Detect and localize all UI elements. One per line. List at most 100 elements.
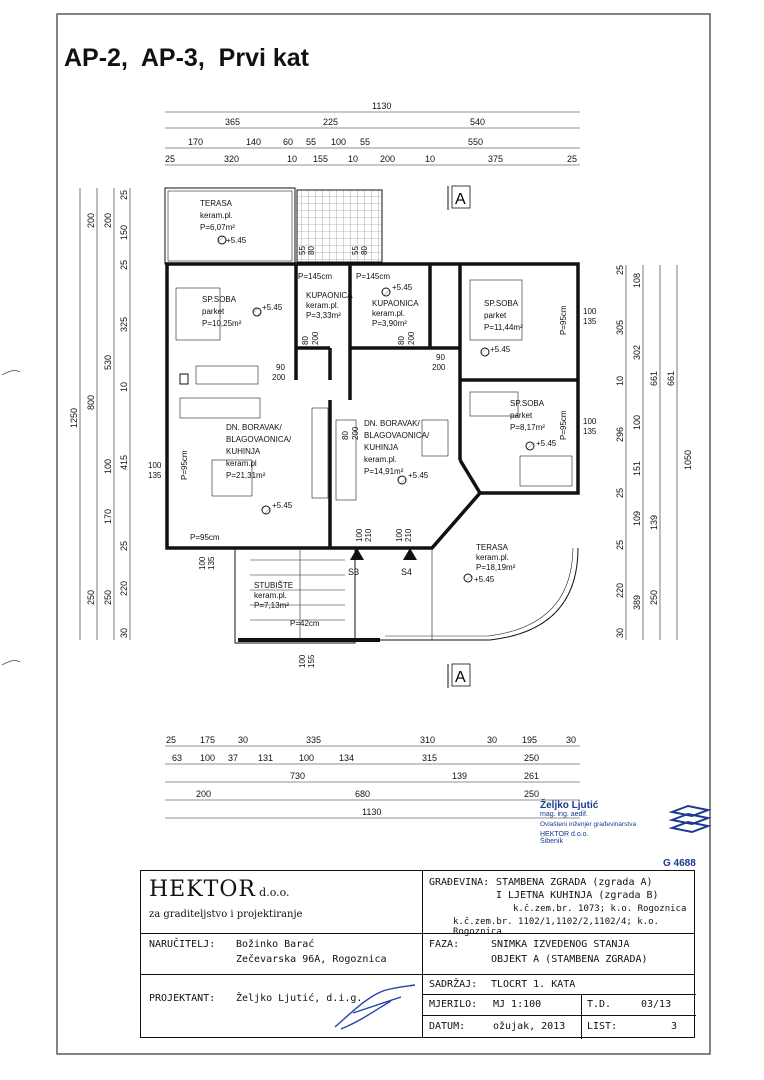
svg-text:135: 135 <box>148 471 162 480</box>
dim-left-150: 150 <box>119 225 129 240</box>
dim-left-250: 250 <box>86 590 96 605</box>
signature-icon <box>334 984 416 1030</box>
svg-text:139: 139 <box>452 771 467 781</box>
svg-text:P=10,25m²: P=10,25m² <box>202 319 242 328</box>
room-spsoba-2: SP.SOBA parket P=11,44m² +5.45 <box>484 299 523 354</box>
svg-text:P=11,44m²: P=11,44m² <box>484 323 523 332</box>
dim-right-661a: 661 <box>649 371 659 386</box>
svg-text:P=145cm: P=145cm <box>298 272 332 281</box>
stamp-number: G 4688 <box>663 858 696 869</box>
svg-text:keram.pl.: keram.pl. <box>200 211 233 220</box>
dim-left-530: 530 <box>103 355 113 370</box>
stamp-city: Šibenik <box>540 838 563 845</box>
dim-left-200: 200 <box>86 213 96 228</box>
svg-text:100: 100 <box>200 753 215 763</box>
svg-text:+5.45: +5.45 <box>536 439 557 448</box>
dim-left-inner-250: 250 <box>103 590 113 605</box>
entrance-s3: S3 <box>348 567 359 577</box>
svg-text:25: 25 <box>166 735 176 745</box>
svg-text:210: 210 <box>404 528 413 542</box>
dim-left-10: 10 <box>119 382 129 392</box>
stamp-logo-icon <box>668 804 712 834</box>
faza-line1: SNIMKA IZVEDENOG STANJA <box>491 939 630 950</box>
room-labels: TERASA keram.pl. P=6,07m² +5.45 SP.SOBA … <box>200 199 557 610</box>
svg-text:+5.45: +5.45 <box>474 575 495 584</box>
dim-top-550: 550 <box>468 137 483 147</box>
svg-text:195: 195 <box>522 735 537 745</box>
dim-left-25c: 25 <box>119 541 129 551</box>
svg-text:P=7,13m²: P=7,13m² <box>254 601 289 610</box>
dim-right-250: 250 <box>649 590 659 605</box>
dim-left-25b: 25 <box>119 260 129 270</box>
svg-text:+5.45: +5.45 <box>226 236 247 245</box>
dim-left-170: 170 <box>103 509 113 524</box>
svg-text:100: 100 <box>583 417 597 426</box>
dim-top-25a: 25 <box>165 154 175 164</box>
svg-text:P=95cm: P=95cm <box>559 410 568 440</box>
svg-text:SP.SOBA: SP.SOBA <box>510 399 545 408</box>
dim-top-140: 140 <box>246 137 261 147</box>
narucitelj-name: Božinko Barać <box>236 939 315 950</box>
svg-text:+5.45: +5.45 <box>408 471 429 480</box>
entrance-markers: S3 S4 <box>348 548 417 577</box>
building-walls <box>165 262 580 644</box>
opening-labels: P=145cm P=145cm P=95cm P=95cm P=95cm P=9… <box>148 246 597 668</box>
dim-top-225: 225 <box>323 117 338 127</box>
svg-text:135: 135 <box>207 556 216 570</box>
entrance-s4: S4 <box>401 567 412 577</box>
svg-text:keram.pl.: keram.pl. <box>306 301 339 310</box>
faza-line2: OBJEKT A (STAMBENA ZGRADA) <box>491 954 648 965</box>
svg-text:KUHINJA: KUHINJA <box>226 447 261 456</box>
dim-right-10: 10 <box>615 376 625 386</box>
stamp-title: mag. ing. aedif. <box>540 811 588 818</box>
dim-top-total: 1130 <box>372 101 391 111</box>
left-dimension-chains: 1250 200 800 250 200 530 100 170 250 25 … <box>69 188 131 640</box>
dim-right-302: 302 <box>632 345 642 360</box>
dim-top-200: 200 <box>380 154 395 164</box>
svg-text:200: 200 <box>272 373 286 382</box>
gradevina-line1: STAMBENA ZGRADA (zgrada A) <box>496 877 653 888</box>
room-terasa-top: TERASA keram.pl. P=6,07m² +5.45 <box>200 199 247 245</box>
bottom-dimension-chains: 25 175 30 335 310 30 195 30 63 100 37 13… <box>165 735 580 819</box>
svg-text:335: 335 <box>306 735 321 745</box>
room-spsoba-1: SP.SOBA parket P=10,25m² +5.45 <box>202 295 283 328</box>
dim-right-1050: 1050 <box>683 450 693 470</box>
list-label: LIST: <box>587 1021 618 1032</box>
svg-text:KUPAONICA: KUPAONICA <box>372 299 419 308</box>
svg-text:DN. BORAVAK/: DN. BORAVAK/ <box>364 419 420 428</box>
dim-top-10a: 10 <box>287 154 297 164</box>
svg-text:+5.45: +5.45 <box>490 345 511 354</box>
svg-text:210: 210 <box>364 528 373 542</box>
dim-left-1250: 1250 <box>69 408 79 428</box>
datum-label: DATUM: <box>429 1021 466 1032</box>
dim-right-305: 305 <box>615 320 625 335</box>
svg-text:730: 730 <box>290 771 305 781</box>
dim-right-220: 220 <box>615 583 625 598</box>
svg-text:P=95cm: P=95cm <box>180 450 189 480</box>
gradevina-line2: I LJETNA KUHINJA (zgrada B) <box>496 890 659 901</box>
company-subtitle: za graditeljstvo i projektiranje <box>149 909 303 920</box>
sadrzaj-label: SADRŽAJ: <box>429 979 478 990</box>
dim-top-170: 170 <box>188 137 203 147</box>
terrace-top-left <box>164 187 383 265</box>
svg-text:261: 261 <box>524 771 539 781</box>
svg-text:parket: parket <box>510 411 533 420</box>
projektant-name: Željko Ljutić, d.i.g. <box>236 993 363 1004</box>
dim-right-25b: 25 <box>615 488 625 498</box>
svg-text:parket: parket <box>484 311 507 320</box>
room-boravak-2: DN. BORAVAK/ BLAGOVAONICA/ KUHINJA keram… <box>364 419 430 480</box>
dim-top-155: 155 <box>313 154 328 164</box>
dim-right-108: 108 <box>632 273 642 288</box>
dim-top-540: 540 <box>470 117 485 127</box>
dim-right-25a: 25 <box>615 265 625 275</box>
svg-text:135: 135 <box>583 317 597 326</box>
mjerilo-label: MJERILO: <box>429 999 478 1010</box>
svg-text:200: 200 <box>351 426 360 440</box>
section-marks: A A <box>447 185 471 688</box>
top-dimension-chains: 1130 365 225 540 170 140 60 55 100 55 55… <box>165 101 580 166</box>
svg-text:KUHINJA: KUHINJA <box>364 443 399 452</box>
narucitelj-address: Zečevarska 96A, Rogoznica <box>236 954 387 965</box>
svg-text:STUBIŠTE: STUBIŠTE <box>254 581 293 590</box>
svg-text:TERASA: TERASA <box>476 543 509 552</box>
